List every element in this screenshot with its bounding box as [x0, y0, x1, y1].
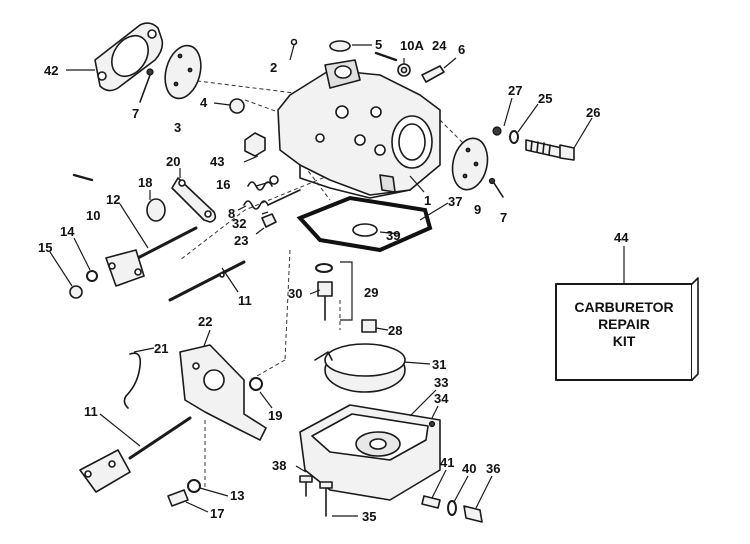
callout-34: 34 [434, 391, 449, 406]
cover-plate-3 [164, 44, 202, 100]
callout-21: 21 [154, 341, 168, 356]
pin-10a [374, 51, 398, 62]
callout-labels: 42 7 3 2 5 10A 24 6 4 27 25 26 43 16 1 9… [38, 37, 629, 524]
screw-7-lower [488, 177, 504, 198]
callout-39: 39 [386, 228, 400, 243]
callout-26: 26 [586, 105, 600, 120]
callout-17: 17 [210, 506, 224, 521]
ball-4 [229, 98, 245, 114]
link-20 [171, 177, 217, 223]
callout-7-lower: 7 [500, 210, 507, 225]
callout-38: 38 [272, 458, 286, 473]
callout-6: 6 [458, 42, 465, 57]
washer-25 [509, 130, 519, 144]
callout-33: 33 [434, 375, 448, 390]
plug-36 [463, 505, 483, 523]
callout-13: 13 [230, 488, 244, 503]
pin-10 [72, 173, 94, 182]
callout-9: 9 [474, 202, 481, 217]
washer-13 [187, 479, 201, 493]
float-31 [314, 343, 406, 393]
pin-2 [290, 38, 298, 46]
callout-41: 41 [440, 455, 454, 470]
cover-plate-9 [451, 137, 489, 191]
washer-40 [447, 500, 457, 516]
callout-8: 8 [228, 206, 235, 221]
callout-16: 16 [216, 177, 230, 192]
callout-43: 43 [210, 154, 224, 169]
callout-23: 23 [234, 233, 248, 248]
screw-7-upper [139, 68, 154, 103]
callout-11-lower: 11 [84, 404, 98, 419]
leader-lines [49, 44, 593, 517]
callout-10a: 10A [400, 38, 424, 53]
callout-31: 31 [432, 357, 446, 372]
callout-37: 37 [448, 194, 462, 209]
kit-line-2: REPAIR [598, 316, 650, 332]
jet-41 [421, 495, 441, 509]
choke-shaft-11-upper [168, 260, 246, 302]
callout-27: 27 [508, 83, 522, 98]
bracket-22 [179, 344, 267, 441]
callout-4: 4 [200, 95, 208, 110]
screw-15 [69, 285, 83, 299]
callout-19: 19 [268, 408, 282, 423]
jet-23 [261, 213, 277, 228]
washer-14 [86, 270, 98, 282]
plug-5 [329, 40, 351, 52]
callout-29: 29 [364, 285, 378, 300]
float-bowl-33 [299, 404, 441, 501]
gasket-37 [296, 195, 433, 253]
callout-44: 44 [614, 230, 629, 245]
callout-1: 1 [424, 193, 431, 208]
needle-seat-29 [317, 261, 353, 321]
screw-38 [299, 475, 313, 497]
callout-2: 2 [270, 60, 277, 75]
callout-15: 15 [38, 240, 52, 255]
screw-17 [167, 489, 189, 507]
callout-25: 25 [538, 91, 552, 106]
flange-gasket-42 [94, 22, 164, 92]
idle-screw-26 [525, 139, 575, 161]
callout-36: 36 [486, 461, 500, 476]
screw-27 [492, 126, 502, 136]
callout-35: 35 [362, 509, 376, 524]
callout-24: 24 [432, 38, 447, 53]
callout-20: 20 [166, 154, 180, 169]
nut-24 [397, 63, 411, 77]
callout-28: 28 [388, 323, 402, 338]
kit-line-1: CARBURETOR [574, 299, 673, 315]
callout-32: 32 [232, 216, 246, 231]
callout-14: 14 [60, 224, 75, 239]
bushing-18 [146, 198, 166, 222]
spring-16 [247, 175, 279, 191]
spring-8 [243, 200, 269, 210]
callout-30: 30 [288, 286, 302, 301]
callout-11-upper: 11 [238, 293, 252, 308]
nut-43 [244, 132, 266, 157]
callout-42: 42 [44, 63, 58, 78]
callout-5: 5 [375, 37, 382, 52]
pin-34 [428, 420, 436, 428]
callout-12: 12 [106, 192, 120, 207]
spring-21 [123, 352, 142, 409]
callout-22: 22 [198, 314, 212, 329]
callout-7-upper: 7 [132, 106, 139, 121]
carburetor-body-1 [277, 59, 441, 199]
washer-19 [249, 377, 263, 391]
callout-40: 40 [462, 461, 476, 476]
callout-10: 10 [86, 208, 100, 223]
screw-35 [319, 481, 333, 517]
plug-28 [361, 319, 377, 333]
throttle-shaft-12 [105, 226, 198, 287]
callout-18: 18 [138, 175, 152, 190]
needle-valve-6 [421, 65, 445, 83]
needle-32 [267, 189, 301, 206]
throttle-shaft-11-lower [79, 416, 192, 493]
repair-kit-box: CARBURETOR REPAIR KIT [555, 246, 699, 381]
callout-3: 3 [174, 120, 181, 135]
washer-30 [315, 263, 333, 273]
kit-line-3: KIT [613, 333, 636, 349]
